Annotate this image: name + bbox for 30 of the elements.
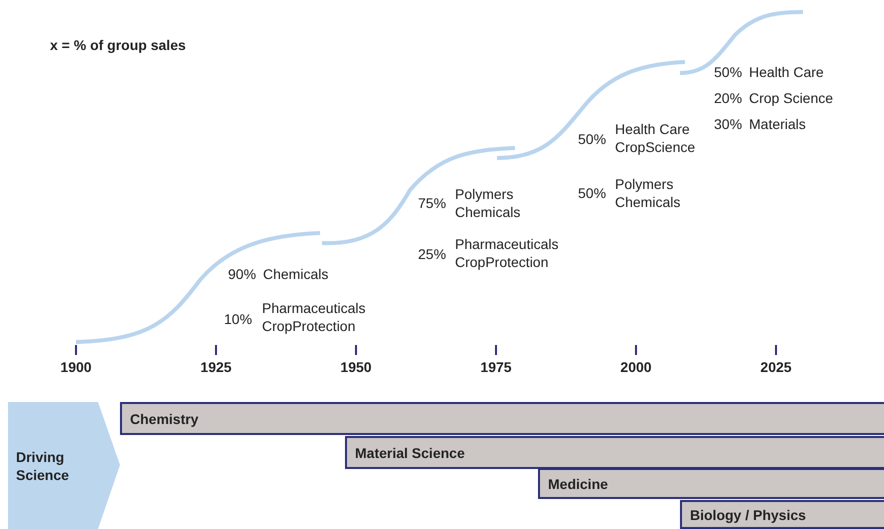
year-label: 1975	[479, 359, 513, 375]
timeline-bar: Material Science	[345, 436, 884, 469]
percentage-label: 30%	[714, 115, 742, 133]
percentage-label: 90%	[228, 265, 256, 283]
year-label: 2025	[759, 359, 793, 375]
segment-label: Polymers Chemicals	[455, 185, 522, 221]
segment-label: Polymers Chemicals	[615, 175, 682, 211]
percentage-label: 75%	[418, 194, 446, 212]
timeline-bar: Chemistry	[120, 402, 884, 435]
year-label: 2000	[619, 359, 653, 375]
segment-label: Chemicals	[263, 265, 328, 283]
timeline-bar: Medicine	[538, 468, 884, 499]
year-label: 1925	[199, 359, 233, 375]
percentage-label: 50%	[714, 63, 742, 81]
timeline-bar: Biology / Physics	[680, 500, 884, 529]
year-label: 1950	[339, 359, 373, 375]
segment-label: Health Care CropScience	[615, 120, 696, 156]
chart-note: x = % of group sales	[50, 36, 186, 54]
segment-label: Pharmaceuticals CropProtection	[455, 235, 560, 271]
segment-label: Crop Science	[749, 89, 834, 107]
segment-label: Materials	[749, 115, 806, 133]
percentage-label: 20%	[714, 89, 742, 107]
percentage-label: 50%	[578, 184, 606, 202]
percentage-label: 50%	[578, 130, 606, 148]
percentage-label: 10%	[224, 310, 252, 328]
percentage-label: 25%	[418, 245, 446, 263]
segment-label: Health Care	[749, 63, 824, 81]
segment-label: Pharmaceuticals CropProtection	[262, 299, 366, 335]
year-label: 1900	[59, 359, 93, 375]
category-label: Driving Science	[16, 448, 70, 484]
